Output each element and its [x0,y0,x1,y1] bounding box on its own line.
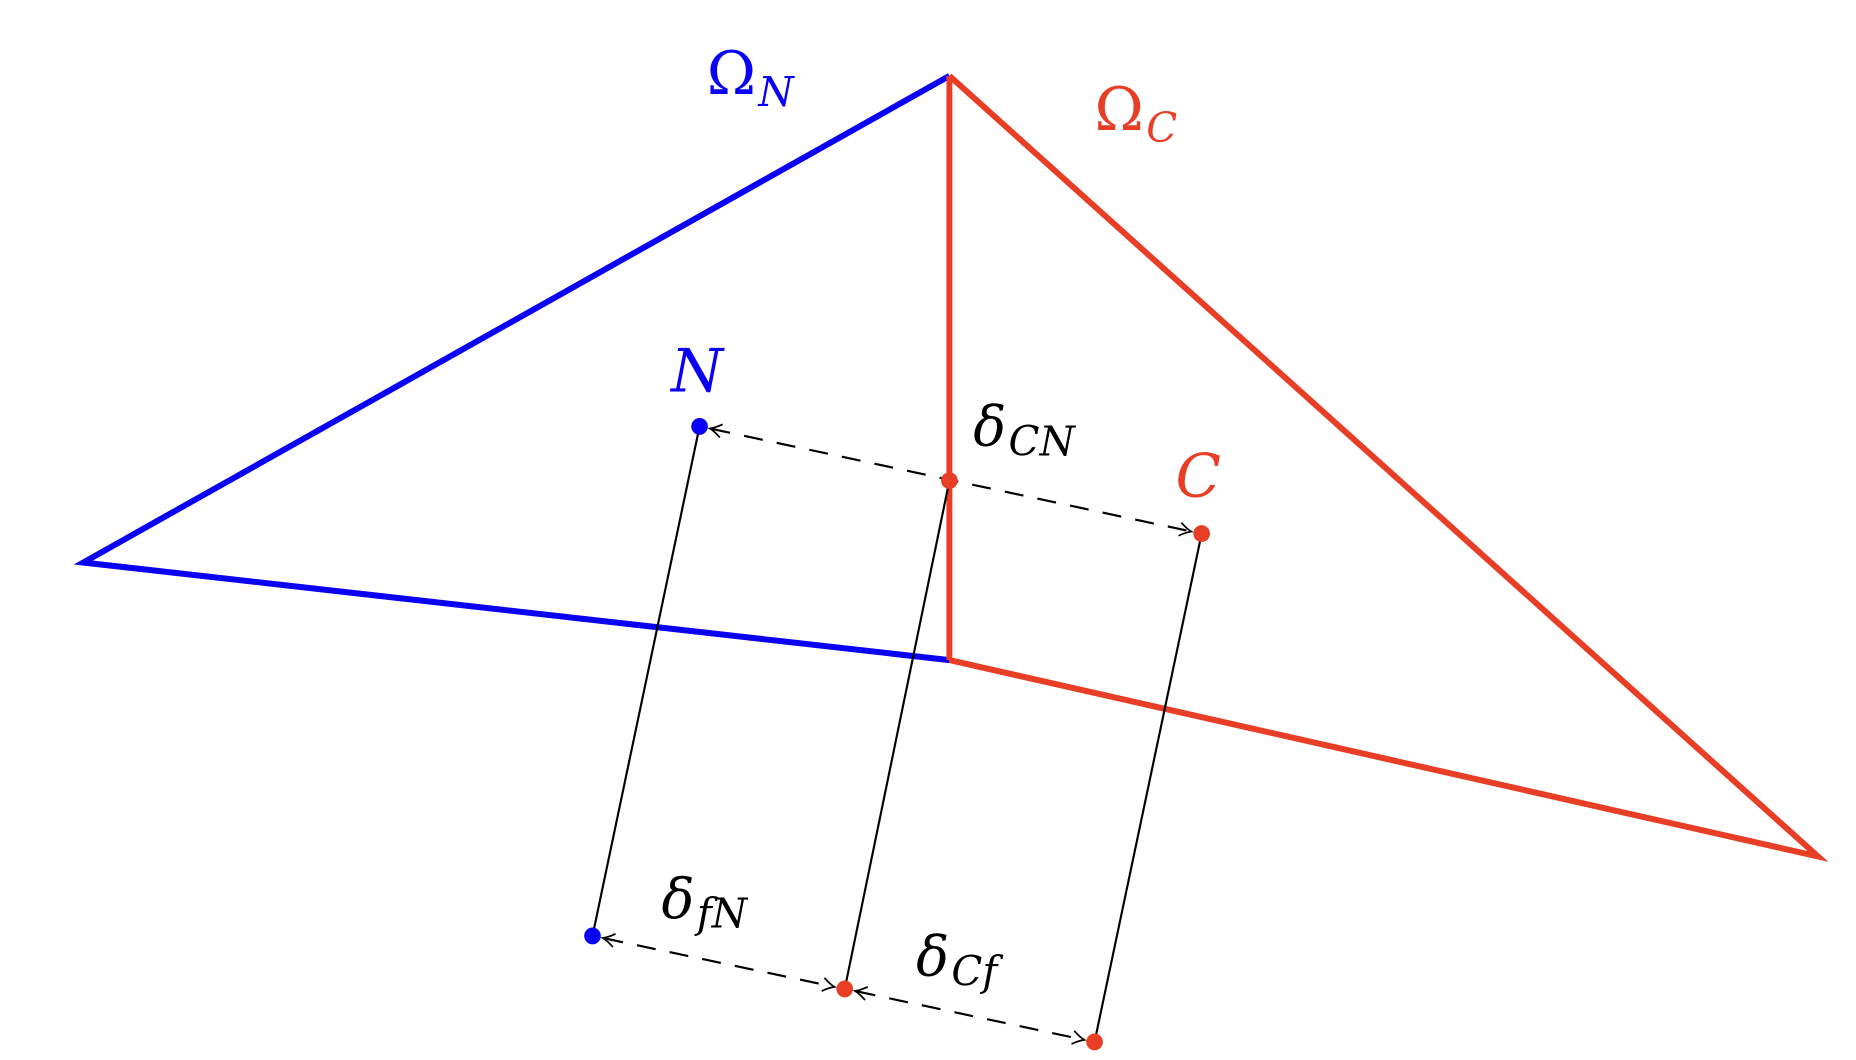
label-delta-cf: δCf [916,924,1004,995]
point-face [941,472,958,490]
projection-line-n [591,426,701,937]
label-delta-cn: δCN [973,394,1076,465]
point-c-projected [1086,1033,1103,1051]
projection-line-f [843,480,951,990]
point-n [691,417,708,435]
projection-line-c [1093,533,1203,1043]
label-omega-n: ΩN [707,39,795,116]
point-c [1193,525,1210,543]
delta-fn-arrow [600,933,838,992]
label-point-c: C [1175,441,1221,511]
cell-omega-n-boundary [73,73,951,664]
cell-omega-c-boundary [947,73,1829,862]
label-delta-fn: δfN [661,867,748,938]
point-face-projected [836,980,854,998]
point-n-projected [584,927,601,945]
label-omega-c: ΩC [1095,75,1178,152]
label-point-n: N [669,336,726,406]
delta-cf-arrow [852,986,1087,1045]
